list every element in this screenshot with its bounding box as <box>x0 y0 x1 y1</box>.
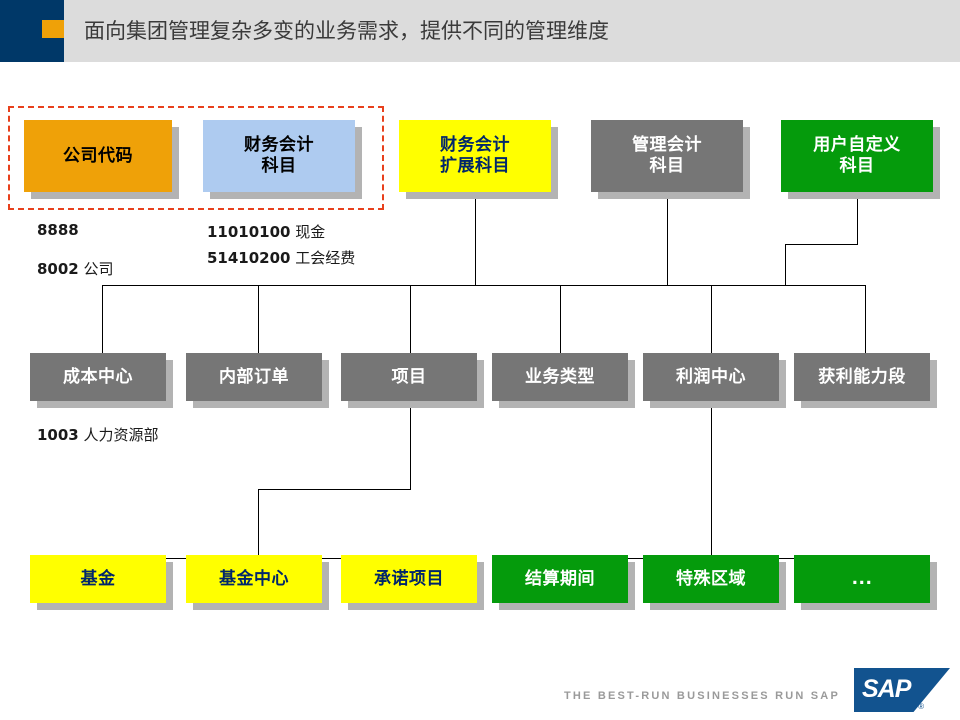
annotation-gl-account-cash: 11010100 现金 <box>207 221 325 242</box>
annotation-code: 8888 <box>37 221 79 239</box>
connector-line <box>711 401 712 558</box>
annotation-name: 工会经费 <box>295 249 356 267</box>
connector-line <box>711 285 712 353</box>
annotation-name: 公司 <box>83 260 114 278</box>
node-settlement-period[interactable]: 结算期间 <box>492 555 635 610</box>
sap-logo: SAP ® <box>854 668 950 712</box>
annotation-cost-center-hr: 1003 人力资源部 <box>37 424 159 445</box>
node-cost-center[interactable]: 成本中心 <box>30 353 173 408</box>
connector-bus-middle <box>102 285 865 286</box>
node-more-ellipsis[interactable]: ... <box>794 555 937 610</box>
annotation-company-code-8002: 8002 公司 <box>37 258 114 279</box>
connector-line <box>667 199 668 285</box>
annotation-code: 11010100 <box>207 223 291 241</box>
connector-line <box>857 199 858 244</box>
page-title: 面向集团管理复杂多变的业务需求，提供不同的管理维度 <box>84 19 609 43</box>
sap-logo-registered-icon: ® <box>918 702 924 711</box>
header-accent-square-icon <box>42 20 64 38</box>
node-business-type[interactable]: 业务类型 <box>492 353 635 408</box>
connector-line <box>865 285 866 353</box>
connector-line <box>560 285 561 353</box>
node-label: 内部订单 <box>219 366 289 387</box>
node-label: 特殊区域 <box>676 568 746 589</box>
node-profitability-segment[interactable]: 获利能力段 <box>794 353 937 408</box>
node-profit-center[interactable]: 利润中心 <box>643 353 786 408</box>
connector-line <box>102 285 103 353</box>
node-face <box>492 555 628 603</box>
node-label: 基金中心 <box>219 568 289 589</box>
node-face <box>794 555 930 603</box>
annotation-name: 人力资源部 <box>83 426 159 444</box>
annotation-code: 8002 <box>37 260 79 278</box>
node-face <box>341 555 477 603</box>
connector-line <box>410 401 411 489</box>
node-face <box>781 120 933 192</box>
node-label: 利润中心 <box>676 366 746 387</box>
sap-logo-text: SAP <box>862 675 911 703</box>
node-label: 承诺项目 <box>374 568 444 589</box>
node-face <box>399 120 551 192</box>
annotation-company-code-8888: 8888 <box>37 221 79 239</box>
connector-line <box>785 244 786 285</box>
node-label: 用户自定义 科目 <box>813 135 901 176</box>
node-label: 财务会计 扩展科目 <box>440 135 510 176</box>
node-fund-center[interactable]: 基金中心 <box>186 555 329 610</box>
highlight-dashed-region <box>8 106 384 210</box>
connector-line <box>258 285 259 353</box>
node-project[interactable]: 项目 <box>341 353 484 408</box>
node-internal-order[interactable]: 内部订单 <box>186 353 329 408</box>
node-label: ... <box>851 568 873 589</box>
node-commitment-item[interactable]: 承诺项目 <box>341 555 484 610</box>
node-face <box>492 353 628 401</box>
node-user-defined-account[interactable]: 用户自定义 科目 <box>781 120 940 199</box>
node-label: 公司代码 <box>63 145 133 166</box>
node-label: 管理会计 科目 <box>632 135 702 176</box>
annotation-code: 1003 <box>37 426 79 444</box>
node-label: 财务会计 科目 <box>244 135 314 176</box>
node-face <box>24 120 172 192</box>
node-label: 获利能力段 <box>818 366 906 387</box>
connector-line <box>475 199 476 285</box>
page-header: 面向集团管理复杂多变的业务需求，提供不同的管理维度 <box>0 0 960 62</box>
node-company-code[interactable]: 公司代码 <box>24 120 179 199</box>
node-face <box>591 120 743 192</box>
node-label: 成本中心 <box>63 366 133 387</box>
node-label: 业务类型 <box>525 366 595 387</box>
annotation-code: 51410200 <box>207 249 291 267</box>
connector-line <box>258 489 411 490</box>
node-label: 结算期间 <box>525 568 595 589</box>
connector-line <box>410 285 411 353</box>
annotation-name: 现金 <box>295 223 326 241</box>
node-co-account[interactable]: 管理会计 科目 <box>591 120 750 199</box>
node-special-region[interactable]: 特殊区域 <box>643 555 786 610</box>
connector-line <box>258 489 259 559</box>
node-label: 项目 <box>391 366 427 387</box>
connector-line <box>785 244 858 245</box>
node-face <box>30 353 166 401</box>
node-fi-extended-account[interactable]: 财务会计 扩展科目 <box>399 120 558 199</box>
node-fund[interactable]: 基金 <box>30 555 173 610</box>
node-face <box>643 555 779 603</box>
node-face <box>30 555 166 603</box>
node-fi-account[interactable]: 财务会计 科目 <box>203 120 362 199</box>
node-face <box>341 353 477 401</box>
node-label: 基金 <box>80 568 116 589</box>
node-face <box>794 353 930 401</box>
node-face <box>186 353 322 401</box>
node-face <box>203 120 355 192</box>
node-face <box>643 353 779 401</box>
annotation-gl-account-union-fee: 51410200 工会经费 <box>207 247 355 268</box>
sap-tagline: THE BEST-RUN BUSINESSES RUN SAP <box>563 690 840 702</box>
node-face <box>186 555 322 603</box>
